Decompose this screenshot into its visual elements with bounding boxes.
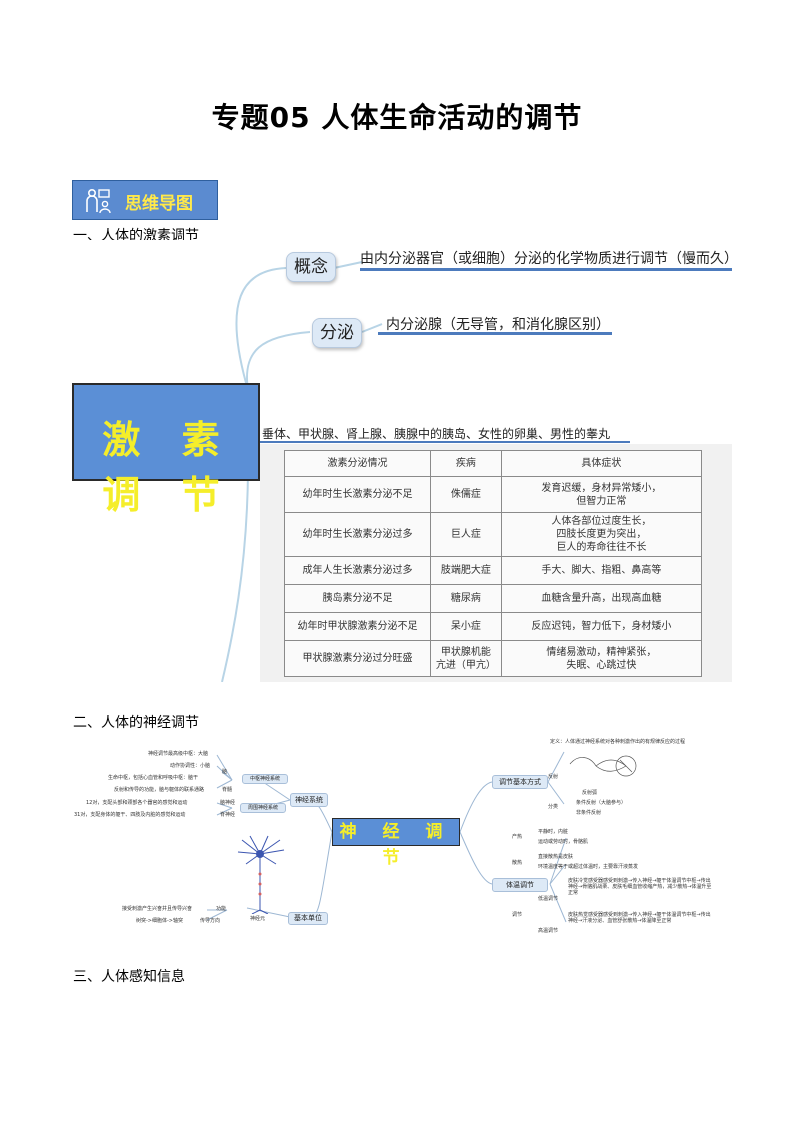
heat-loss-skin: 直接散热是皮肤: [538, 854, 574, 860]
table-cell: 反应迟钝，智力低下，身材矮小: [500, 612, 703, 641]
table-cell: 情绪易激动，精神紧张， 失眠、心跳过快: [500, 640, 703, 677]
hormone-table-panel: 激素分泌情况疾病具体症状幼年时生长激素分泌不足侏儒症发育迟缓，身材异常矮小， 但…: [260, 444, 732, 682]
concept-node: 概念: [286, 252, 336, 282]
table-header-cell: 激素分泌情况: [284, 450, 431, 477]
table-row: 幼年时甲状腺激素分泌不足呆小症反应迟钝，智力低下，身材矮小: [284, 612, 703, 641]
hormone-branch-lines: [221, 261, 383, 682]
conditioned-reflex: 条件反射（大脑参与）: [576, 800, 627, 806]
concept-text: 由内分泌器官（或细胞）分泌的化学物质进行调节（慢而久）: [360, 251, 732, 267]
cold-regulation-label: 低温调节: [538, 896, 559, 902]
temperature-regulation-node: 体温调节: [492, 878, 548, 892]
section-heading-perception: 三、人体感知信息: [73, 969, 185, 985]
reflex-label: 反射: [548, 774, 559, 780]
table-cell: 糖尿病: [429, 584, 502, 613]
hormone-mind-map: 概念 由内分泌器官（或细胞）分泌的化学物质进行调节（慢而久） 分泌 内分泌腺（无…: [72, 240, 732, 682]
table-cell: 呆小症: [429, 612, 502, 641]
brain-label: 脑: [222, 769, 228, 775]
classify-label: 分类: [548, 804, 559, 810]
table-cell: 胰岛素分泌不足: [284, 584, 431, 613]
table-header-cell: 具体症状: [500, 450, 703, 477]
table-header-row: 激素分泌情况疾病具体症状: [284, 450, 703, 477]
table-cell: 手大、脚大、指粗、鼻高等: [500, 556, 703, 585]
table-cell: 巨人症: [429, 512, 502, 557]
table-cell: 血糖含量升高，出现高血糖: [500, 584, 703, 613]
table-cell: 发育迟缓，身材异常矮小， 但智力正常: [500, 476, 703, 513]
heat-loss-label: 散热: [512, 860, 523, 866]
brain-center-text: 神经调节最高级中枢：大脑: [148, 751, 209, 757]
table-cell: 肢端肥大症: [429, 556, 502, 585]
unit-function-label: 功能: [216, 906, 227, 912]
reflex-definition: 定义：人体通过神经系统对各种刺激作出的有规律反应的过程: [550, 739, 686, 745]
table-row: 幼年时生长激素分泌不足侏儒症发育迟缓，身材异常矮小， 但智力正常: [284, 476, 703, 513]
endocrine-glands-list: 垂体、甲状腺、肾上腺、胰腺中的胰岛、女性的卵巢、男性的睾丸: [262, 427, 611, 441]
nerve-center-node: 神 经 调 节: [332, 818, 460, 868]
teacher-icon: [86, 188, 111, 214]
section-heading-nerve: 二、人体的神经调节: [73, 715, 199, 731]
neuron-label: 神经元: [250, 916, 266, 922]
table-cell: 幼年时生长激素分泌过多: [284, 512, 431, 557]
table-header-cell: 疾病: [429, 450, 502, 477]
heat-generation-exercise: 运动或劳动时，骨骼肌: [538, 839, 589, 845]
table-cell: 甲状腺激素分泌过分旺盛: [284, 640, 431, 677]
hot-regulation-label: 高温调节: [538, 928, 559, 934]
spinal-nerve-text: 31对，支配身体的躯干、四肢及内脏的感觉和运动: [74, 812, 186, 818]
nerve-mind-map: 神经调节最高级中枢：大脑 动作协调性：小脑 脑 生命中枢，包括心血管和呼吸中枢：…: [72, 730, 720, 952]
hormone-disorder-table: 激素分泌情况疾病具体症状幼年时生长激素分泌不足侏儒症发育迟缓，身材异常矮小， 但…: [284, 450, 703, 677]
conduction-text: 树突->细胞体->轴突: [136, 918, 183, 924]
hormone-root-node: 激 素 调 节: [72, 383, 260, 517]
spinal-cord-label: 脊髓: [222, 787, 233, 793]
unconditioned-reflex: 非条件反射: [576, 810, 602, 816]
central-nervous-node: 中枢神经系统: [242, 774, 288, 784]
table-cell: 幼年时生长激素分泌不足: [284, 476, 431, 513]
cranial-nerve-label: 脑神经: [220, 800, 236, 806]
table-cell: 人体各部位过度生长， 四肢长度更为突出， 巨人的寿命往往不长: [500, 512, 703, 557]
secretion-underline: [378, 332, 612, 335]
conduction-label: 传导方向: [200, 918, 221, 924]
cerebellum-text: 动作协调性：小脑: [170, 763, 211, 769]
table-cell: 成年人生长激素分泌过多: [284, 556, 431, 585]
cold-regulation-text: 皮肤冷觉感受器感受到刺激→传入神经→躯干体温调节中枢→传出神经→骨骼肌战栗、皮肤…: [568, 878, 712, 896]
table-row: 胰岛素分泌不足糖尿病血糖含量升高，出现高血糖: [284, 584, 703, 613]
heat-generation-rest: 平静时，内脏: [538, 829, 569, 835]
secretion-text: 内分泌腺（无导管，和消化腺区别）: [386, 317, 610, 333]
table-cell: 侏儒症: [429, 476, 502, 513]
cranial-nerve-text: 12对，支配头部和颈部各个器官的感觉和运动: [86, 800, 188, 806]
brainstem-text: 生命中枢，包括心血管和呼吸中枢：脑干: [108, 775, 199, 781]
hormone-root-label: 激 素 调 节: [102, 418, 234, 517]
basic-unit-node: 基本单位: [288, 912, 328, 925]
nervous-system-node: 神经系统: [290, 793, 328, 807]
reflex-arc-diagram: [569, 755, 637, 777]
secretion-node: 分泌: [312, 318, 362, 348]
glands-underline: [260, 441, 630, 443]
heat-loss-sweat: 环境温度等于或超过体温时，主要靠汗液蒸发: [538, 864, 639, 870]
reflex-arc-label: 反射弧: [582, 790, 598, 796]
table-row: 成年人生长激素分泌过多肢端肥大症手大、脚大、指粗、鼻高等: [284, 556, 703, 585]
unit-function-text: 接受刺激产生兴奋并且传导兴奋: [122, 906, 193, 912]
hot-regulation-text: 皮肤热觉感受器感受到刺激→传入神经→躯干体温调节中枢→传出神经→汗液分泌、血管舒…: [568, 912, 711, 924]
page-title: 专题05 人体生命活动的调节: [211, 101, 583, 134]
mind-map-badge: 思维导图: [72, 180, 218, 220]
spinal-nerve-label: 脊神经: [220, 812, 236, 818]
peripheral-nervous-node: 周围神经系统: [240, 803, 286, 813]
table-row: 甲状腺激素分泌过分旺盛甲状腺机能 亢进（甲亢）情绪易激动，精神紧张， 失眠、心跳…: [284, 640, 703, 677]
regulate-label: 调节: [512, 912, 523, 918]
neuron-icon: [237, 835, 285, 914]
basic-mode-node: 调节基本方式: [492, 775, 548, 789]
heat-generation-label: 产热: [512, 834, 523, 840]
table-cell: 幼年时甲状腺激素分泌不足: [284, 612, 431, 641]
table-row: 幼年时生长激素分泌过多巨人症人体各部位过度生长， 四肢长度更为突出， 巨人的寿命…: [284, 512, 703, 557]
concept-underline: [360, 268, 732, 271]
table-cell: 甲状腺机能 亢进（甲亢）: [429, 640, 502, 677]
badge-label: 思维导图: [125, 194, 193, 214]
spinal-cord-text: 反射和传导的功能，脑与躯体的联系通路: [114, 787, 205, 793]
